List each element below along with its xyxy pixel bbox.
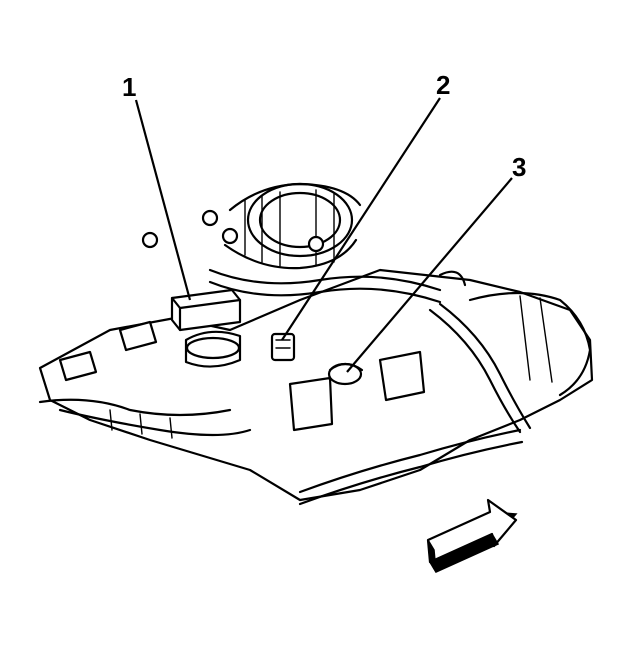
throttle-body xyxy=(141,182,362,270)
left-fittings xyxy=(38,320,252,439)
leader-line-3 xyxy=(346,177,513,373)
callout-3: 3 xyxy=(512,152,526,182)
callout-1: 1 xyxy=(122,72,136,102)
direction-arrow-icon xyxy=(426,498,518,573)
connector-3 xyxy=(327,362,364,386)
wire-harness xyxy=(208,268,532,506)
right-components xyxy=(288,291,592,432)
callout-2: 2 xyxy=(436,70,450,100)
leader-line-1 xyxy=(134,99,192,301)
engine-illustration xyxy=(38,182,594,506)
control-module-box xyxy=(170,288,242,368)
leader-line-2 xyxy=(281,97,441,341)
